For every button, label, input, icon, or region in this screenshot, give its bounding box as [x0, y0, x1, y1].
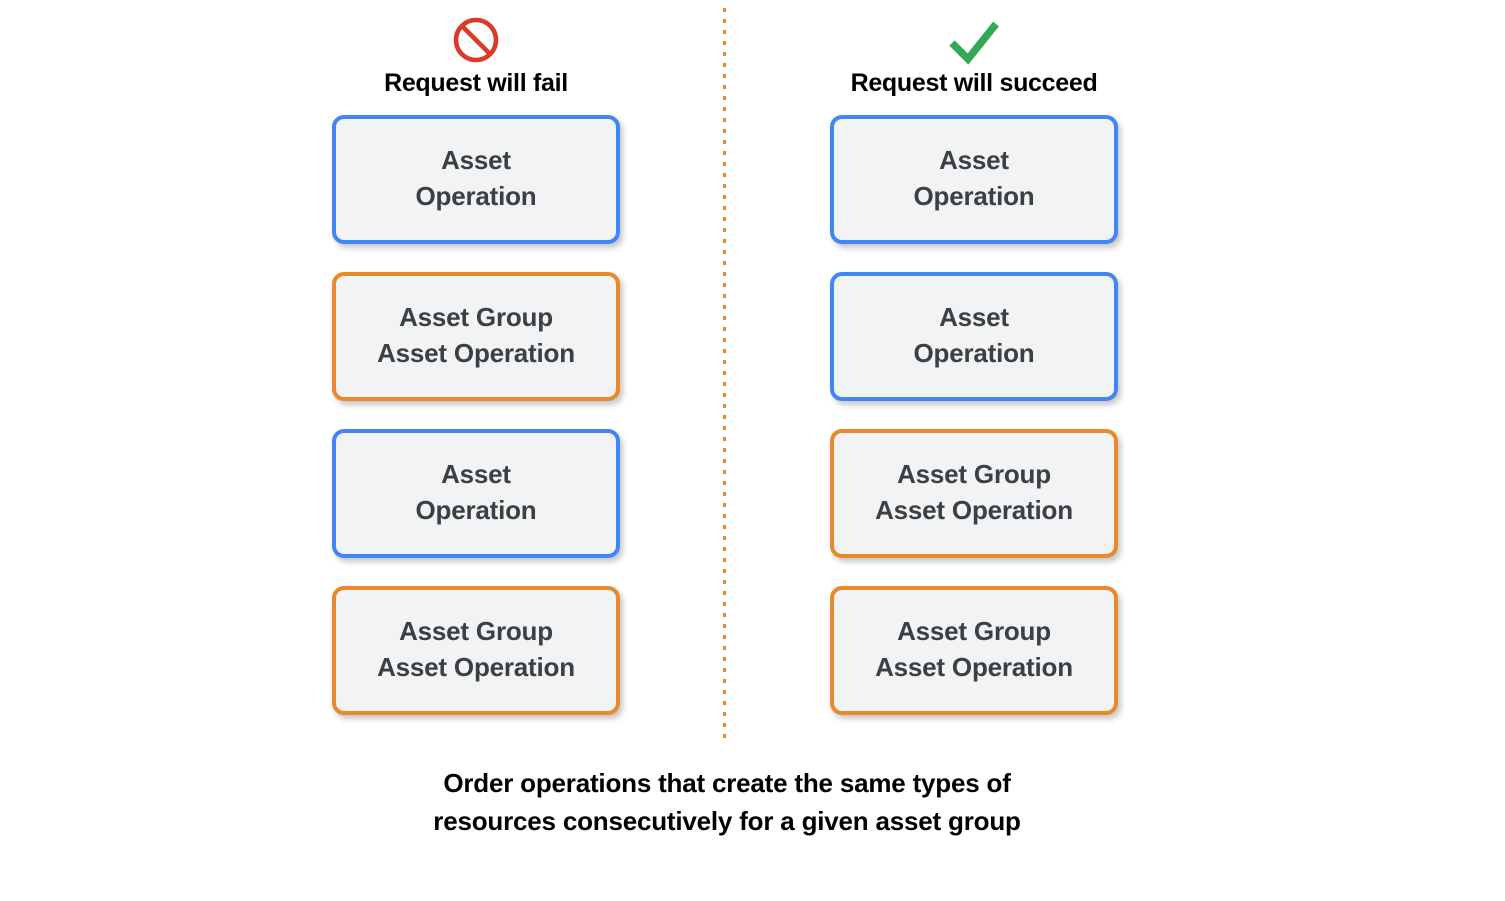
column-header-succeed: Request will succeed [794, 0, 1154, 98]
checkmark-icon [794, 14, 1154, 66]
column-request-will-fail: Request will fail Asset Operation Asset … [296, 0, 656, 715]
card-line: Asset [441, 459, 511, 490]
card-line: Operation [913, 181, 1035, 211]
card-line: Asset [441, 145, 511, 176]
column-title-fail: Request will fail [384, 69, 568, 97]
card-line: Asset Operation [875, 495, 1073, 525]
card-asset-operation[interactable]: Asset Operation [332, 114, 620, 244]
card-line: Asset Group [897, 459, 1051, 490]
card-line: Asset Operation [875, 652, 1073, 682]
card-asset-group-asset-operation[interactable]: Asset Group Asset Operation [830, 428, 1118, 558]
card-asset-group-asset-operation[interactable]: Asset Group Asset Operation [332, 585, 620, 715]
caption-line-1: Order operations that create the same ty… [443, 768, 1011, 798]
card-stack-fail: Asset Operation Asset Group Asset Operat… [296, 114, 656, 715]
card-asset-group-asset-operation[interactable]: Asset Group Asset Operation [332, 271, 620, 401]
card-asset-group-asset-operation[interactable]: Asset Group Asset Operation [830, 585, 1118, 715]
prohibition-icon [296, 14, 656, 66]
card-asset-operation[interactable]: Asset Operation [830, 271, 1118, 401]
card-stack-succeed: Asset Operation Asset Operation Asset Gr… [794, 114, 1154, 715]
card-line: Asset [939, 302, 1009, 333]
caption-line-2: resources consecutively for a given asse… [433, 806, 1021, 837]
card-line: Asset Operation [377, 652, 575, 682]
column-header-fail: Request will fail [296, 0, 656, 98]
column-request-will-succeed: Request will succeed Asset Operation Ass… [794, 0, 1154, 715]
vertical-dotted-divider [723, 8, 726, 738]
card-line: Operation [913, 338, 1035, 368]
card-asset-operation[interactable]: Asset Operation [830, 114, 1118, 244]
card-line: Operation [415, 495, 537, 525]
card-line: Asset Operation [377, 338, 575, 368]
card-line: Operation [415, 181, 537, 211]
card-line: Asset Group [399, 616, 553, 647]
card-asset-operation[interactable]: Asset Operation [332, 428, 620, 558]
diagram-caption: Order operations that create the same ty… [0, 764, 1454, 841]
card-line: Asset Group [399, 302, 553, 333]
column-title-succeed: Request will succeed [850, 69, 1098, 97]
card-line: Asset [939, 145, 1009, 176]
card-line: Asset Group [897, 616, 1051, 647]
